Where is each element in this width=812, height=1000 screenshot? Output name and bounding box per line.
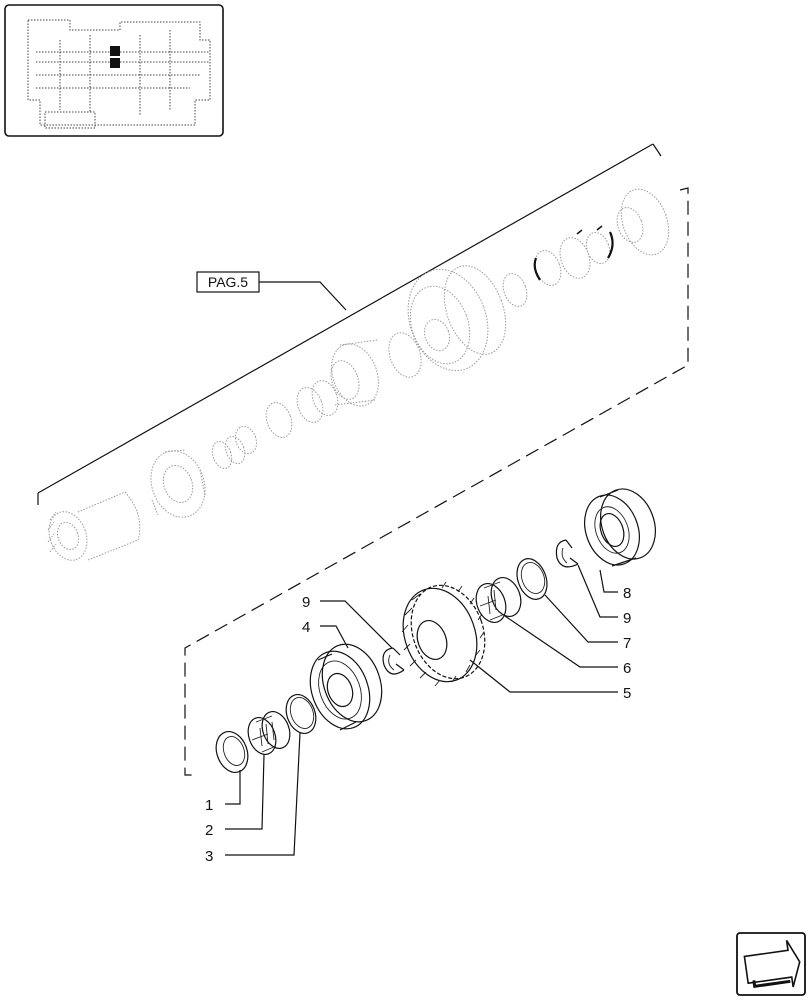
part-circlip-9a [382, 647, 405, 675]
part-needle-bearing-2 [247, 711, 291, 755]
part-needle-bearing-6 [475, 577, 522, 623]
upper-assembly-ghost [37, 143, 689, 776]
callout-2: 2 [205, 822, 213, 839]
callout-labels: 1 2 3 4 5 6 7 8 9 9 [205, 585, 631, 865]
callout-leaders [225, 564, 618, 856]
thumbnail-overview[interactable] [4, 4, 224, 137]
page-reference-label: PAG.5 [208, 274, 248, 290]
callout-6: 6 [623, 660, 631, 677]
part-ring-3 [285, 694, 317, 734]
callout-1: 1 [205, 797, 213, 814]
part-synchro-hub-4 [309, 643, 383, 731]
callout-7: 7 [623, 635, 631, 652]
part-ring-1 [215, 731, 249, 773]
lower-assembly [215, 488, 656, 773]
part-gear-5 [401, 581, 486, 687]
callout-3: 3 [205, 848, 213, 865]
part-ball-bearing-8 [584, 488, 656, 567]
next-page-arrow-icon[interactable] [736, 932, 806, 996]
part-circlip-9b [555, 539, 579, 568]
callout-5: 5 [623, 685, 631, 702]
callout-4: 4 [302, 619, 310, 636]
callout-9-upper: 9 [302, 594, 310, 611]
callout-8: 8 [623, 585, 631, 602]
page-reference-box[interactable]: PAG.5 [196, 271, 260, 293]
part-ring-7 [516, 558, 548, 600]
callout-9-lower: 9 [623, 610, 631, 627]
